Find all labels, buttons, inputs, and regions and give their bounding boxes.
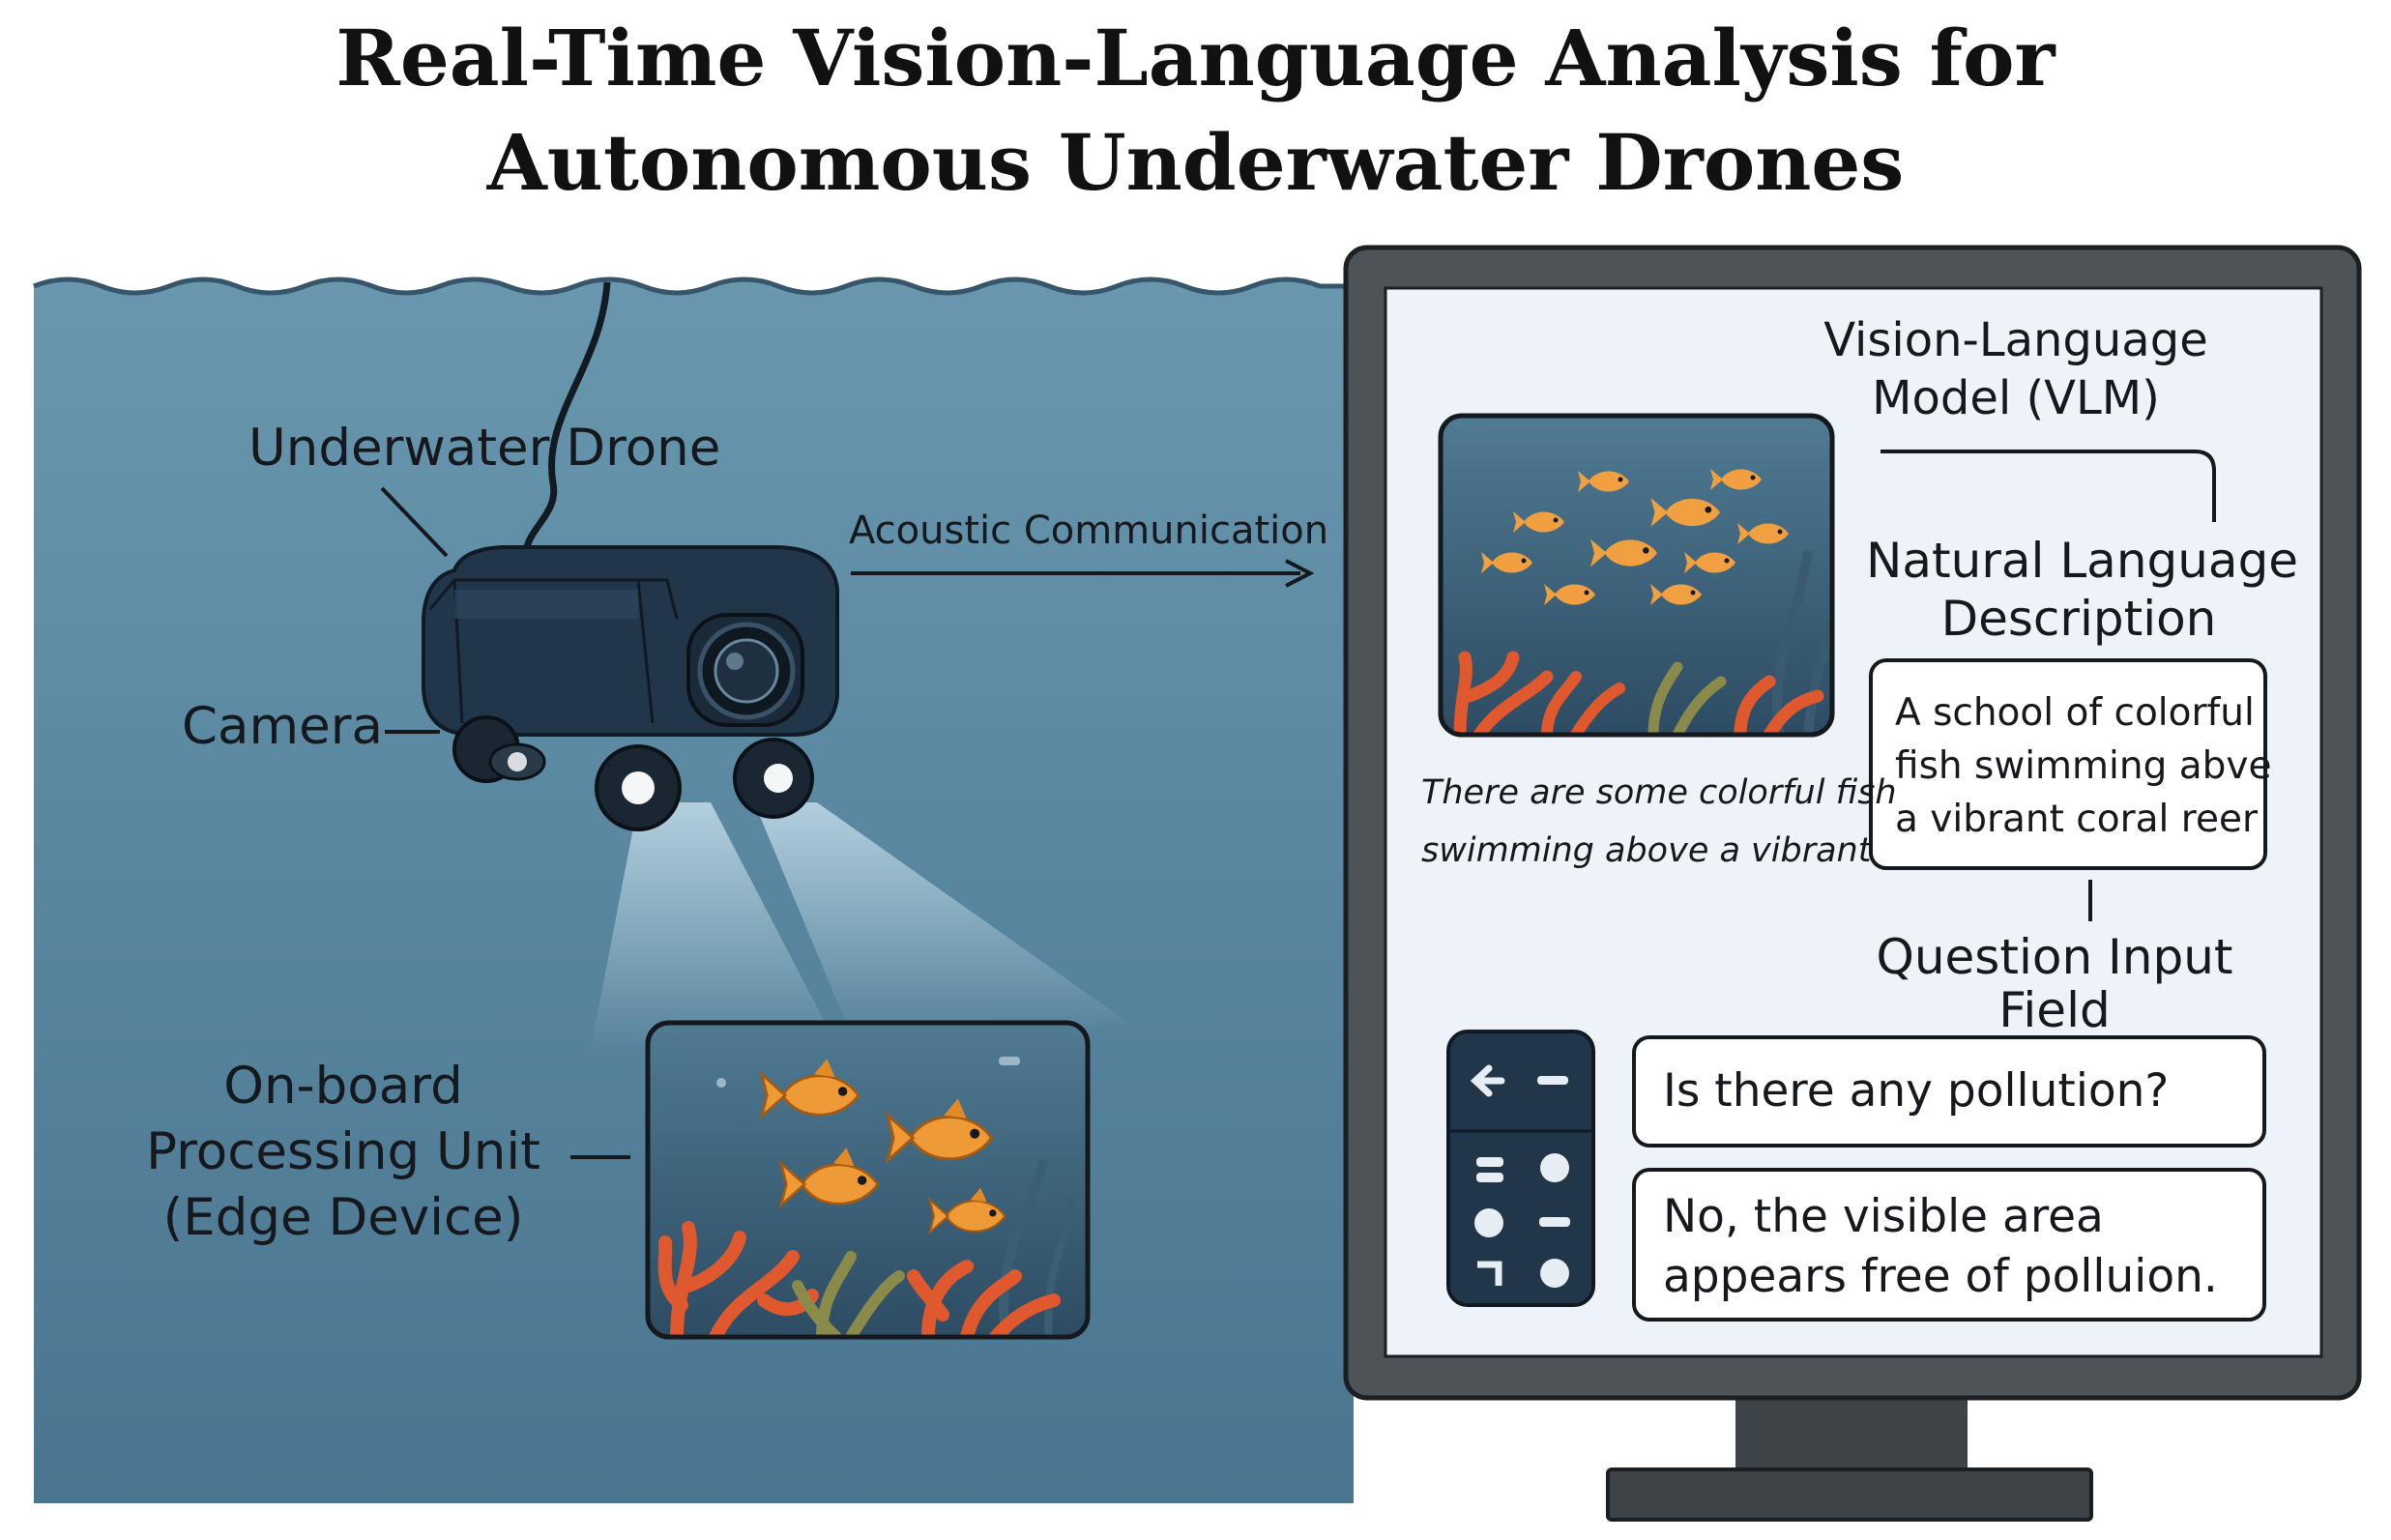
question-title-line-1: Question Input (1876, 929, 2233, 985)
nl-text-line-3: a vibrant coral reer (1895, 798, 2258, 841)
answer-text: No, the visible area appears free of pol… (1663, 1187, 2218, 1307)
round-key[interactable] (1540, 1259, 1569, 1288)
drone-label: Underwater Drone (248, 419, 721, 478)
acoustic-arrow (851, 559, 1315, 588)
title-line-2: Autonomous Underwater Drones (486, 117, 1905, 208)
round-key[interactable] (1540, 1153, 1569, 1182)
drone-leader-line (380, 486, 449, 558)
coral-icon (1453, 651, 1824, 735)
vlm-connector-line (1881, 450, 2216, 522)
vlm-title-line-2: Model (VLM) (1872, 371, 2160, 425)
onboard-processing-screen (645, 1020, 1091, 1340)
light-left (595, 744, 682, 831)
caption-line-2: swimming above a vibrant (1421, 831, 1872, 870)
remote-control-icon (1446, 1030, 1595, 1307)
question-text: Is there any pollution? (1663, 1064, 2170, 1118)
tether-cable (522, 281, 611, 552)
question-title-line-2: Field (1998, 982, 2111, 1038)
nl-description-box (1869, 658, 2267, 870)
page-title: Real-Time Vision-Language Analysis for A… (0, 6, 2391, 215)
nl-title-line-1: Natural Language (1866, 533, 2299, 589)
underwater-drone-icon (422, 545, 839, 831)
question-input-field[interactable] (1632, 1035, 2266, 1148)
camera-label: Camera (182, 697, 383, 756)
menu-key[interactable] (1476, 1157, 1503, 1167)
processing-line-2: Processing Unit (146, 1122, 540, 1181)
corner-key[interactable] (1477, 1261, 1502, 1286)
nl-title-line-2: Description (1940, 591, 2217, 647)
processing-line-3: (Edge Device) (162, 1188, 524, 1247)
side-thruster (452, 715, 546, 783)
vlm-title: Vision-Language Model (VLM) (1808, 311, 2224, 427)
nl-description-text: A school of colorful fish swimming abve … (1895, 686, 2271, 846)
menu-key[interactable] (1476, 1173, 1503, 1182)
minus-key[interactable] (1539, 1217, 1570, 1227)
vlm-input-image (1438, 413, 1835, 738)
camera-icon (686, 613, 804, 727)
answer-line-2: appears free of polluion. (1663, 1250, 2218, 1303)
arrow-left-icon[interactable] (1470, 1064, 1505, 1097)
caption-line-1: There are some colorful fish (1421, 773, 1897, 812)
answer-line-1: No, the visible area (1663, 1190, 2104, 1243)
vlm-title-line-1: Vision-Language (1823, 313, 2208, 367)
image-caption: There are some colorful fish swimming ab… (1421, 764, 1897, 880)
coral-icon (657, 1221, 1061, 1337)
light-beams (590, 802, 1131, 1054)
processing-unit-label: On-board Processing Unit (Edge Device) (145, 1054, 599, 1251)
nl-text-line-2: fish swimming abve (1895, 744, 2272, 788)
minus-key[interactable] (1537, 1076, 1568, 1085)
processing-line-1: On-board (223, 1057, 463, 1116)
round-key[interactable] (1474, 1208, 1503, 1237)
title-line-1: Real-Time Vision-Language Analysis for (335, 13, 2056, 103)
light-right (733, 738, 814, 819)
answer-output-box (1632, 1168, 2266, 1322)
acoustic-label: Acoustic Communication (849, 508, 1329, 553)
nl-description-title: Natural Language Description (1866, 532, 2299, 648)
nl-text-line-1: A school of colorful (1895, 691, 2255, 735)
question-field-title: Question Input Field (1837, 931, 2272, 1037)
